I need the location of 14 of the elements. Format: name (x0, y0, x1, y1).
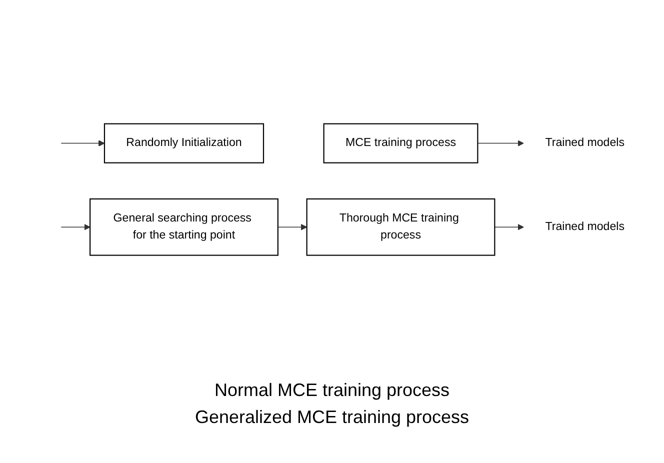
node-text: Trained models (545, 137, 625, 150)
node-box (323, 124, 478, 164)
caption: Normal MCE training process (214, 380, 450, 401)
node-box (306, 198, 496, 256)
arrow (60, 140, 105, 147)
node-box (90, 198, 278, 256)
caption: Generalized MCE training process (194, 407, 470, 428)
flow-diagram: Randomly Initialization MCE training process Trained models General searching process for the starting point Thorough MCE training process Trained models (12, 118, 652, 262)
node-text: Trained models (545, 221, 625, 234)
arrow (477, 140, 524, 147)
arrow (60, 224, 90, 231)
arrow (494, 224, 524, 231)
arrow (278, 224, 308, 231)
node-box (104, 124, 264, 164)
